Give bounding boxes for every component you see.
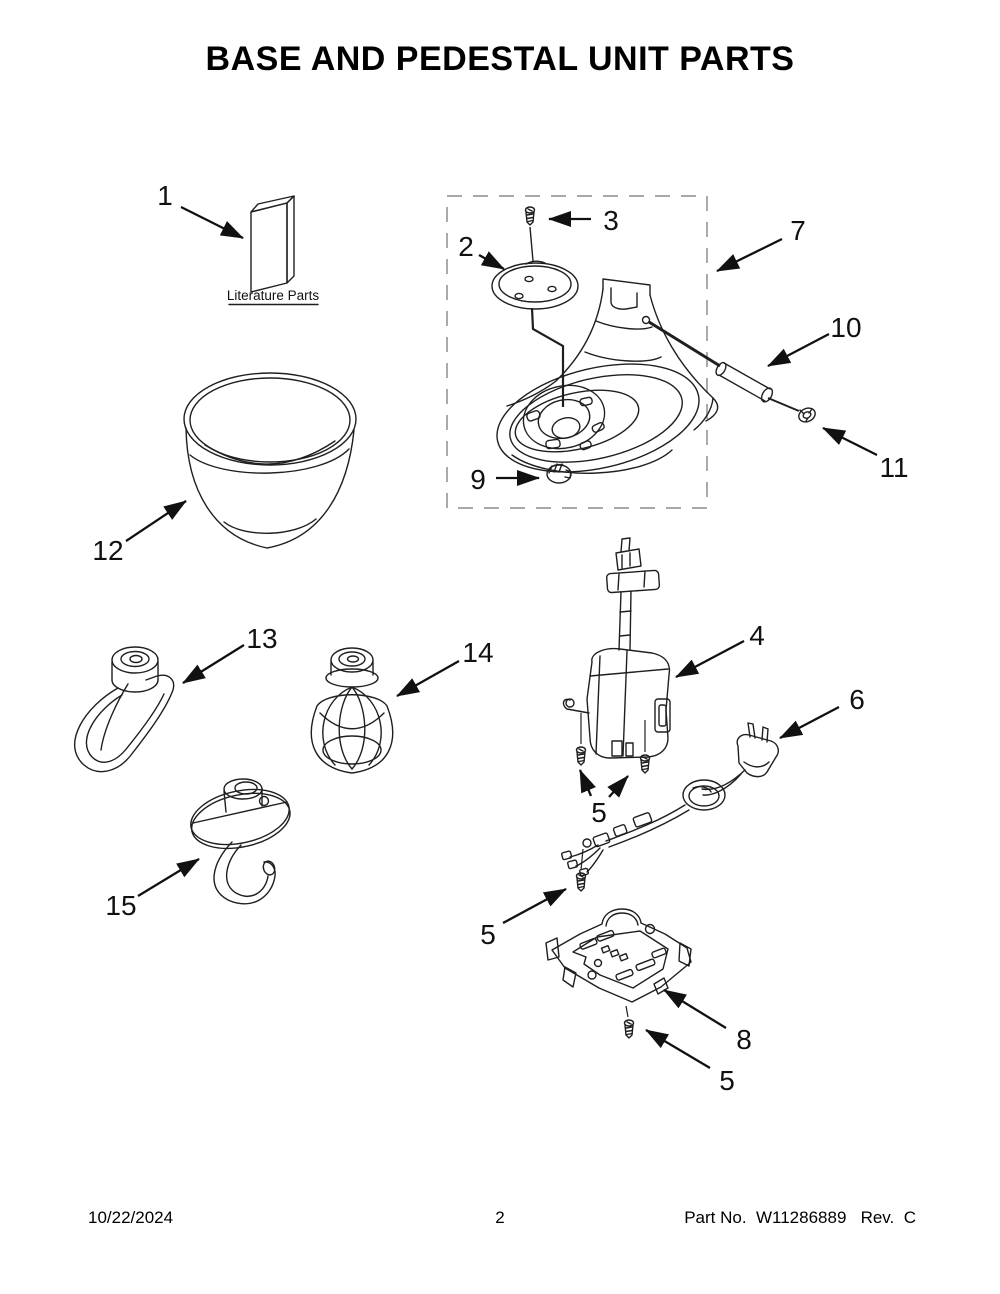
callout-6-arrow <box>779 705 840 740</box>
callout-14: 14 <box>462 637 493 668</box>
callout-5-harness-arrow <box>502 887 567 925</box>
footer-part-info: Part No. W11286889 Rev. C <box>684 1208 916 1227</box>
literature-booklet-illustration <box>250 195 295 293</box>
page-title: BASE AND PEDESTAL UNIT PARTS <box>205 40 795 78</box>
baseplate-screw-illustration <box>623 1019 635 1039</box>
pin-illustration <box>715 361 774 403</box>
wire-whip-illustration <box>310 647 394 774</box>
callout-8-arrow <box>663 989 727 1029</box>
callout-7-arrow <box>716 237 783 273</box>
callout-5-housing: 5 <box>591 797 607 828</box>
baseplate-screw-leader <box>625 1005 629 1018</box>
callout-5-baseplate: 5 <box>719 1065 735 1096</box>
footer-page-number: 2 <box>495 1208 505 1227</box>
literature-label: Literature Parts <box>227 288 320 303</box>
callout-5-housing-arrow-left <box>578 769 596 797</box>
housing-screw-left-illustration <box>575 746 587 766</box>
clip-leader <box>767 397 800 412</box>
callout-5-baseplate-arrow <box>645 1029 711 1069</box>
callout-2: 2 <box>458 231 474 262</box>
bowl-illustration <box>183 372 357 549</box>
callout-6: 6 <box>849 684 865 715</box>
cover-screw-illustration <box>524 206 536 226</box>
pin-leader <box>648 320 721 368</box>
callout-11: 11 <box>879 452 908 483</box>
pedestal-illustration <box>496 278 719 474</box>
footer-date: 10/22/2024 <box>88 1208 174 1227</box>
harness-screw-illustration <box>575 872 587 892</box>
housing-screw-right-illustration <box>639 754 651 774</box>
callout-10: 10 <box>830 312 861 343</box>
callout-15: 15 <box>105 890 136 921</box>
callout-12: 12 <box>92 535 123 566</box>
callout-13-arrow <box>182 644 245 684</box>
retaining-clip-illustration <box>798 407 816 423</box>
callout-8: 8 <box>736 1024 752 1055</box>
callout-4-arrow <box>675 639 745 679</box>
callout-9: 9 <box>470 464 486 495</box>
base-plate-illustration <box>545 908 692 1003</box>
callout-1-arrow <box>180 205 244 240</box>
callout-4: 4 <box>749 620 765 651</box>
callout-15-arrow <box>137 858 200 897</box>
cover-screw-leader <box>529 226 534 262</box>
cover-plate-leader <box>530 307 565 407</box>
callout-5-housing-arrow-right <box>607 775 629 798</box>
pedestal-assembly-box <box>446 195 708 509</box>
callout-13: 13 <box>246 623 277 654</box>
callout-12-arrow <box>125 500 187 542</box>
callout-10-arrow <box>767 332 830 368</box>
dough-hook-illustration <box>190 778 291 905</box>
callout-2-arrow <box>478 251 505 271</box>
callout-5-harness: 5 <box>480 919 496 950</box>
foot-illustration <box>546 463 572 484</box>
callout-3: 3 <box>603 205 619 236</box>
flat-beater-illustration <box>73 646 175 773</box>
callout-1: 1 <box>157 180 173 211</box>
callout-11-arrow <box>822 426 878 457</box>
callout-14-arrow <box>396 659 460 698</box>
base-cover-plate-illustration <box>491 260 579 310</box>
harness-screw-leader <box>580 848 584 871</box>
callout-7: 7 <box>790 215 806 246</box>
gear-housing-illustration <box>562 537 671 759</box>
